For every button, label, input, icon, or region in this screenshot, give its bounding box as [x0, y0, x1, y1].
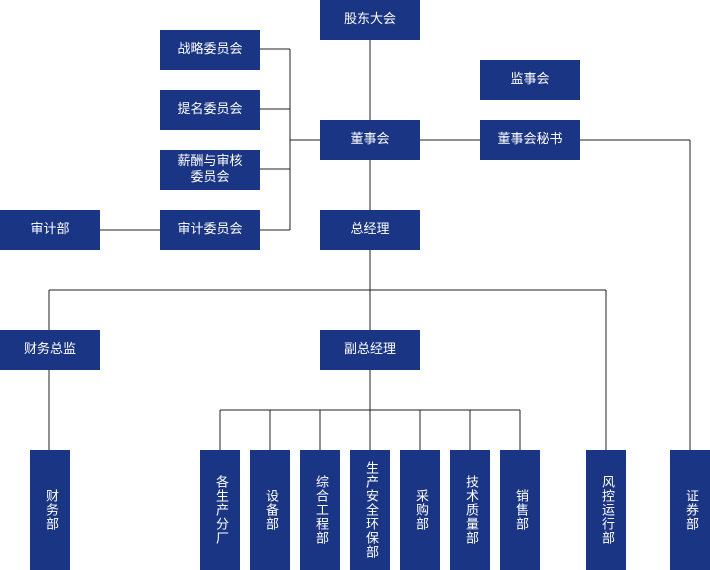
node-quality-dept: 技术质量部: [450, 450, 490, 570]
node-safety-env-dept: 生产安全环保部: [350, 450, 390, 570]
node-label: 提名委员会: [177, 102, 243, 117]
node-label-line2: 委员会: [190, 170, 230, 185]
node-label-line1: 薪酬与审核: [177, 154, 243, 169]
node-general-manager: 总经理: [320, 210, 420, 250]
node-label: 生产安全环保部: [363, 461, 378, 559]
node-deputy-general-manager: 副总经理: [320, 330, 420, 370]
node-label: 财务总监: [23, 342, 76, 357]
node-label: 各生产分厂: [213, 475, 228, 545]
node-finance-dept: 财务部: [30, 450, 70, 570]
node-shareholders-meeting: 股东大会: [320, 0, 420, 40]
node-label: 董事会: [350, 132, 390, 147]
node-finance-director: 财务总监: [0, 330, 100, 370]
node-label: 审计委员会: [177, 222, 243, 237]
node-procurement-dept: 采购部: [400, 450, 440, 570]
node-label: 技术质量部: [463, 475, 478, 545]
node-label: 审计部: [30, 222, 70, 237]
node-label: 设备部: [263, 489, 278, 531]
node-audit-dept: 审计部: [0, 210, 100, 250]
node-label: 综合工程部: [313, 475, 328, 545]
node-engineering-dept: 综合工程部: [300, 450, 340, 570]
node-remuneration-committee: 薪酬与审核 委员会: [160, 150, 260, 190]
node-nomination-committee: 提名委员会: [160, 90, 260, 130]
node-label: 总经理: [350, 222, 390, 237]
node-label: 股东大会: [343, 12, 396, 27]
node-label: 销售部: [513, 489, 528, 531]
node-equipment-dept: 设备部: [250, 450, 290, 570]
node-branch-factories: 各生产分厂: [200, 450, 240, 570]
node-label: 监事会: [510, 72, 550, 87]
node-board-of-directors: 董事会: [320, 120, 420, 160]
node-securities-dept: 证券部: [670, 450, 710, 570]
node-audit-committee: 审计委员会: [160, 210, 260, 250]
node-strategy-committee: 战略委员会: [160, 30, 260, 70]
node-risk-dept: 风控运行部: [586, 450, 626, 570]
node-label: 财务部: [43, 489, 58, 531]
node-board-secretary: 董事会秘书: [480, 120, 580, 160]
node-label: 采购部: [413, 489, 428, 531]
node-label: 证券部: [683, 489, 698, 531]
node-label: 董事会秘书: [497, 132, 563, 147]
node-label: 风控运行部: [599, 475, 614, 545]
node-supervisory-board: 监事会: [480, 60, 580, 100]
node-label: 副总经理: [343, 342, 396, 357]
node-sales-dept: 销售部: [500, 450, 540, 570]
node-label: 战略委员会: [177, 42, 243, 57]
